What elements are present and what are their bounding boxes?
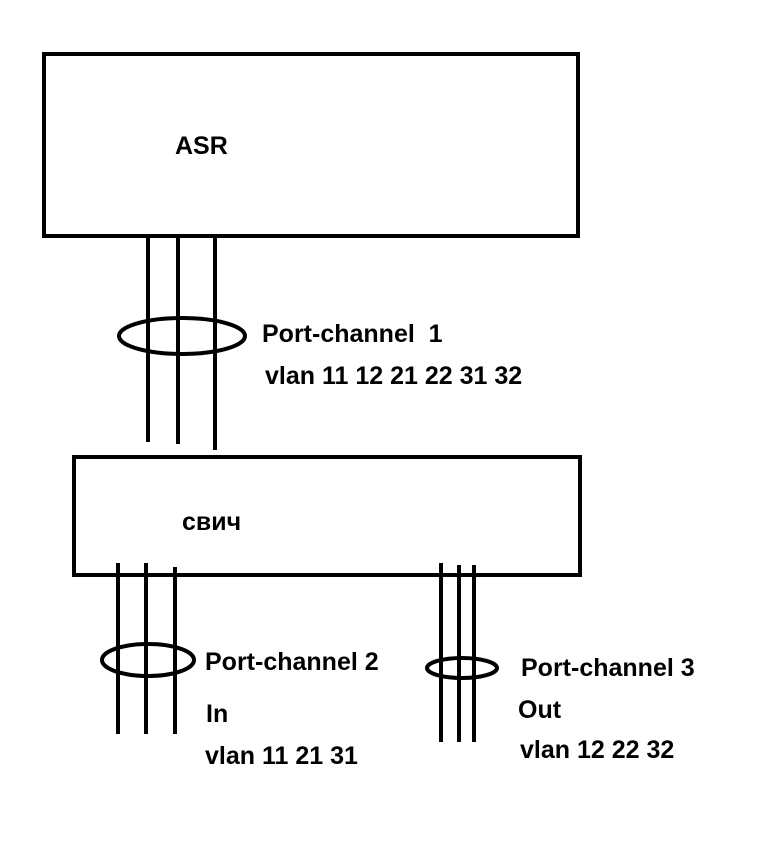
port-channel-2-links <box>116 563 177 734</box>
port-channel-3-role: Out <box>518 696 562 724</box>
port-channel-1-bundle-ring <box>117 316 247 356</box>
port-channel-2-bundle-ring <box>100 642 196 678</box>
port-channel-3-bundle-ring <box>425 656 499 680</box>
port-channel-2-role: In <box>206 700 228 728</box>
port-channel-1-label: Port-channel 1 <box>262 320 443 348</box>
port-channel-3-label: Port-channel 3 <box>521 654 695 682</box>
switch-label: свич <box>182 508 241 536</box>
port-channel-3-links <box>439 563 476 742</box>
port-channel-2-vlans: vlan 11 21 31 <box>205 742 358 770</box>
port-channel-1-vlans: vlan 11 12 21 22 31 32 <box>265 362 522 390</box>
switch-box <box>72 455 582 577</box>
asr-router-box <box>42 52 580 238</box>
port-channel-1-links <box>146 236 217 450</box>
asr-label: ASR <box>175 132 228 160</box>
port-channel-3-vlans: vlan 12 22 32 <box>520 736 674 764</box>
port-channel-2-label: Port-channel 2 <box>205 648 379 676</box>
